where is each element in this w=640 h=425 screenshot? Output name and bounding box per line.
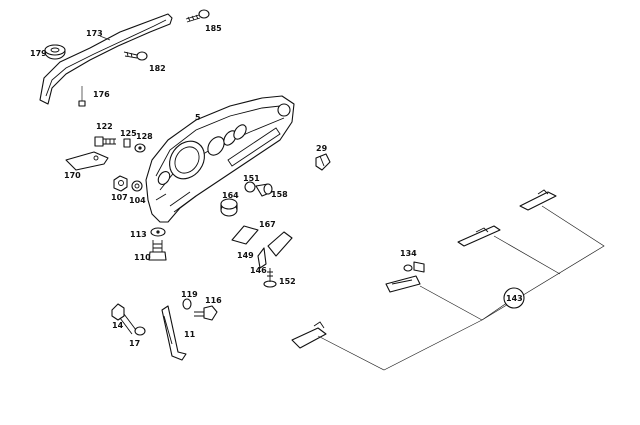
part-185-screw (185, 9, 210, 23)
cable-assembly-lines (317, 205, 605, 371)
label-164: 164 (222, 191, 239, 200)
label-173: 173 (86, 29, 103, 38)
part-125-washer (123, 138, 131, 148)
label-143: 143 (506, 294, 523, 303)
label-17: 17 (129, 339, 140, 348)
part-5-dashboard (145, 95, 295, 223)
label-14: 14 (112, 321, 124, 330)
part-134-bracket (403, 261, 425, 273)
part-170-bracket (65, 151, 109, 171)
panel-upper-right (519, 189, 557, 211)
part-113-washer (150, 227, 166, 237)
label-119: 119 (181, 290, 198, 299)
part-179-grommet (44, 44, 66, 60)
label-107: 107 (111, 193, 128, 202)
part-152-screw (263, 268, 277, 288)
label-149: 149 (237, 251, 254, 260)
part-110-bolt (148, 240, 167, 261)
part-158-switch (255, 183, 273, 197)
part-122-bolt (94, 136, 116, 147)
label-125: 125 (120, 129, 137, 138)
label-185: 185 (205, 24, 222, 33)
label-122: 122 (96, 122, 113, 131)
label-167: 167 (259, 220, 276, 229)
label-176: 176 (93, 90, 110, 99)
part-107-nut (113, 175, 128, 192)
part-173-trim-strip (39, 13, 173, 105)
part-number-labels: 173 185 179 182 176 5 122 125 128 170 29… (30, 24, 523, 348)
label-151: 151 (243, 174, 260, 183)
label-5: 5 (195, 113, 201, 122)
leader-lines (99, 35, 201, 121)
label-104: 104 (129, 196, 146, 205)
label-152: 152 (279, 277, 296, 286)
label-110: 110 (134, 253, 151, 262)
part-149-bracket (267, 231, 293, 257)
part-146-clip (257, 247, 267, 269)
part-128-washer (134, 143, 146, 153)
part-151-knob (244, 181, 256, 193)
callout-circle-143 (503, 287, 525, 309)
label-182: 182 (149, 64, 166, 73)
part-14-bolt (111, 303, 137, 335)
part-119-nut (182, 298, 192, 310)
label-128: 128 (136, 132, 153, 141)
part-29-clip (315, 153, 331, 171)
label-179: 179 (30, 49, 47, 58)
part-17-washer (134, 326, 146, 336)
label-134: 134 (400, 249, 417, 258)
part-167-plate (231, 225, 259, 245)
label-11: 11 (184, 330, 196, 339)
part-176-clip (78, 86, 86, 107)
part-164-plug (220, 198, 238, 217)
label-113: 113 (130, 230, 147, 239)
panel-lower-left (291, 321, 327, 349)
label-29: 29 (316, 144, 328, 153)
part-116-bolt (194, 305, 218, 321)
label-116: 116 (205, 296, 222, 305)
panel-center (385, 275, 421, 293)
label-170: 170 (64, 171, 81, 180)
label-146: 146 (250, 266, 267, 275)
part-182-screw (123, 51, 148, 61)
label-158: 158 (271, 190, 288, 199)
part-11-support-bracket (161, 305, 187, 361)
panel-middle-right (457, 225, 501, 247)
part-104-washer (131, 180, 143, 192)
